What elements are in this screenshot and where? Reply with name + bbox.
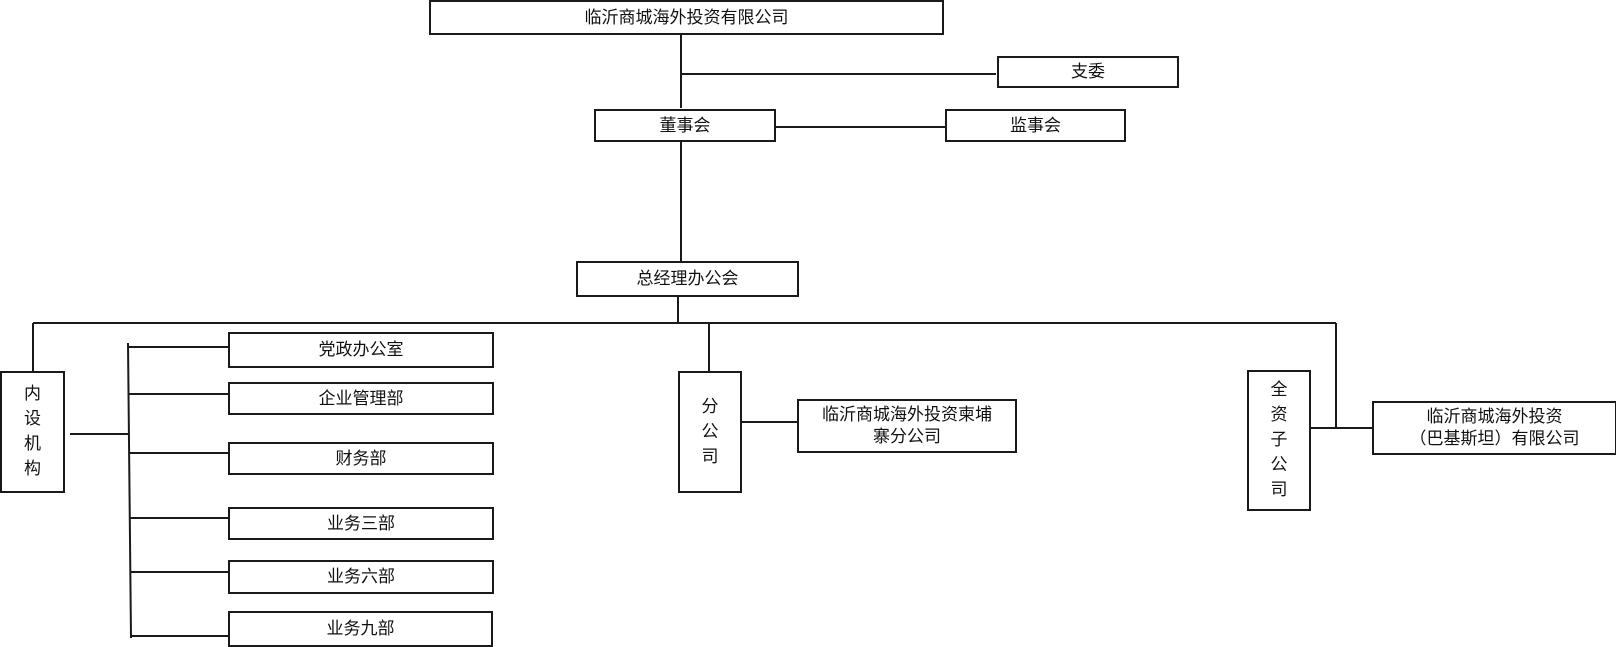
node-internal-departments: 内 设 机 构 [0, 371, 65, 493]
node-gm-office: 总经理办公会 [576, 261, 799, 297]
node-dept-business-6: 业务六部 [228, 560, 494, 594]
node-company: 临沂商城海外投资有限公司 [429, 0, 944, 35]
node-branch-cambodia: 临沂商城海外投资柬埔 寨分公司 [797, 399, 1017, 453]
node-dept-finance: 财务部 [228, 442, 494, 475]
node-dept-business-9: 业务九部 [228, 611, 493, 647]
node-board: 董事会 [594, 109, 776, 142]
node-subsidiary-pakistan: 临沂商城海外投资 （巴基斯坦）有限公司 [1372, 401, 1616, 455]
node-dept-business-3: 业务三部 [228, 507, 494, 540]
node-subsidiary: 全 资 子 公 司 [1247, 370, 1311, 511]
dept-spine [127, 342, 132, 639]
node-dept-enterprise-mgmt: 企业管理部 [228, 382, 494, 415]
node-party-committee: 支委 [997, 56, 1179, 88]
node-supervisors: 监事会 [945, 109, 1126, 142]
node-branch: 分 公 司 [678, 371, 742, 493]
node-dept-party-admin: 党政办公室 [228, 332, 494, 368]
